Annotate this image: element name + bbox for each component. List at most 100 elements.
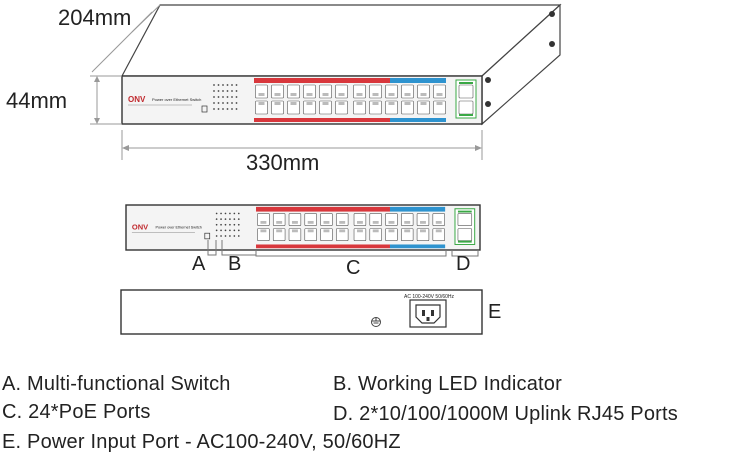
legend-item-d: D. 2*10/100/1000M Uplink RJ45 Ports xyxy=(333,403,678,425)
led-indicator xyxy=(237,235,240,237)
led-indicator xyxy=(226,84,229,86)
led-indicator xyxy=(213,108,215,110)
port-latch xyxy=(372,220,379,224)
led-indicator xyxy=(222,84,224,86)
led-indicator xyxy=(222,102,224,104)
led-indicator xyxy=(229,218,231,220)
led-indicator xyxy=(229,223,231,226)
uplink-port xyxy=(458,100,474,115)
poe-port xyxy=(320,213,333,226)
port-latch xyxy=(323,220,330,224)
legend-item-a: A. Multi-functional Switch xyxy=(2,373,231,395)
poe-header-strip xyxy=(256,206,390,212)
port-latch xyxy=(372,93,379,96)
port-latch xyxy=(339,220,346,224)
uplink-indicator xyxy=(457,210,472,213)
led-indicator xyxy=(222,90,224,92)
led-indicator xyxy=(233,218,236,220)
led-indicator xyxy=(217,84,220,86)
poe-port xyxy=(287,84,300,99)
port-latch xyxy=(338,102,345,105)
front-panel xyxy=(121,75,483,125)
led-indicator xyxy=(220,223,222,226)
port-latch xyxy=(306,102,313,105)
port-latch xyxy=(258,93,265,96)
poe-footer-strip xyxy=(254,118,390,122)
port-latch xyxy=(420,102,427,105)
port-latch xyxy=(404,229,411,233)
led-indicator xyxy=(224,218,227,220)
poe-port xyxy=(369,213,382,226)
poe-port xyxy=(432,213,445,226)
legend-item-c: C. 24*PoE Ports xyxy=(2,401,151,423)
port-latch xyxy=(420,93,427,96)
poe-port xyxy=(401,213,414,226)
port-latch xyxy=(258,102,265,105)
led-indicator xyxy=(233,223,236,226)
port-latch xyxy=(436,102,443,105)
port-latch xyxy=(291,220,298,224)
led-indicator xyxy=(213,90,215,92)
port-latch xyxy=(307,229,314,233)
power-rating-label: AC 100-240V 50/60Hz xyxy=(404,294,455,300)
port-latch xyxy=(404,93,411,96)
mount-hole xyxy=(485,101,491,107)
port-latch xyxy=(388,220,395,224)
poe-port xyxy=(304,213,317,226)
poe-port xyxy=(416,213,430,226)
led-indicator xyxy=(229,235,231,237)
port-latch xyxy=(323,229,330,233)
port-latch xyxy=(322,93,329,96)
port-latch xyxy=(420,229,426,233)
poe-port xyxy=(303,84,316,99)
port-latch xyxy=(260,229,267,233)
led-indicator xyxy=(215,218,218,220)
uplink-indicator xyxy=(459,82,473,84)
led-indicator xyxy=(233,229,236,232)
uplink-footer-strip xyxy=(389,244,446,249)
led-indicator xyxy=(215,235,218,237)
poe-port xyxy=(255,84,268,99)
led-indicator xyxy=(231,84,233,86)
led-indicator xyxy=(215,229,218,232)
port-latch xyxy=(322,102,329,105)
uplink-header-strip xyxy=(389,206,446,212)
dip-switch xyxy=(201,105,208,113)
uplink-port xyxy=(458,84,474,99)
depth-label: 204mm xyxy=(58,5,131,30)
callout-b: B xyxy=(228,253,241,275)
port-latch xyxy=(420,220,426,224)
poe-port xyxy=(271,84,284,99)
led-indicator xyxy=(220,212,222,215)
port-latch xyxy=(307,220,314,224)
poe-port xyxy=(385,84,398,99)
front-panel-detail xyxy=(125,204,481,251)
brand-logo: ONV xyxy=(132,222,148,231)
led-indicator xyxy=(215,223,218,226)
poe-port xyxy=(288,213,302,226)
poe-port xyxy=(335,213,349,226)
callout-d: D xyxy=(456,253,470,275)
port-latch xyxy=(372,229,379,233)
led-indicator xyxy=(235,102,238,104)
port-latch xyxy=(356,220,363,224)
led-indicator xyxy=(217,90,220,92)
dip-switch xyxy=(204,232,211,240)
port-latch xyxy=(274,93,281,96)
led-indicator xyxy=(213,102,215,104)
poe-port xyxy=(353,84,366,99)
uplink-port xyxy=(457,213,473,226)
poe-port xyxy=(335,84,348,99)
led-indicator xyxy=(222,108,224,110)
port-latch xyxy=(276,229,283,233)
led-indicator xyxy=(220,235,222,237)
led-indicator xyxy=(235,90,238,92)
port-latch xyxy=(388,229,395,233)
port-latch xyxy=(290,102,297,105)
led-indicator xyxy=(231,96,233,98)
led-indicator xyxy=(237,218,240,220)
led-indicator xyxy=(226,102,229,104)
led-indicator xyxy=(237,229,240,232)
led-indicator xyxy=(226,90,229,92)
